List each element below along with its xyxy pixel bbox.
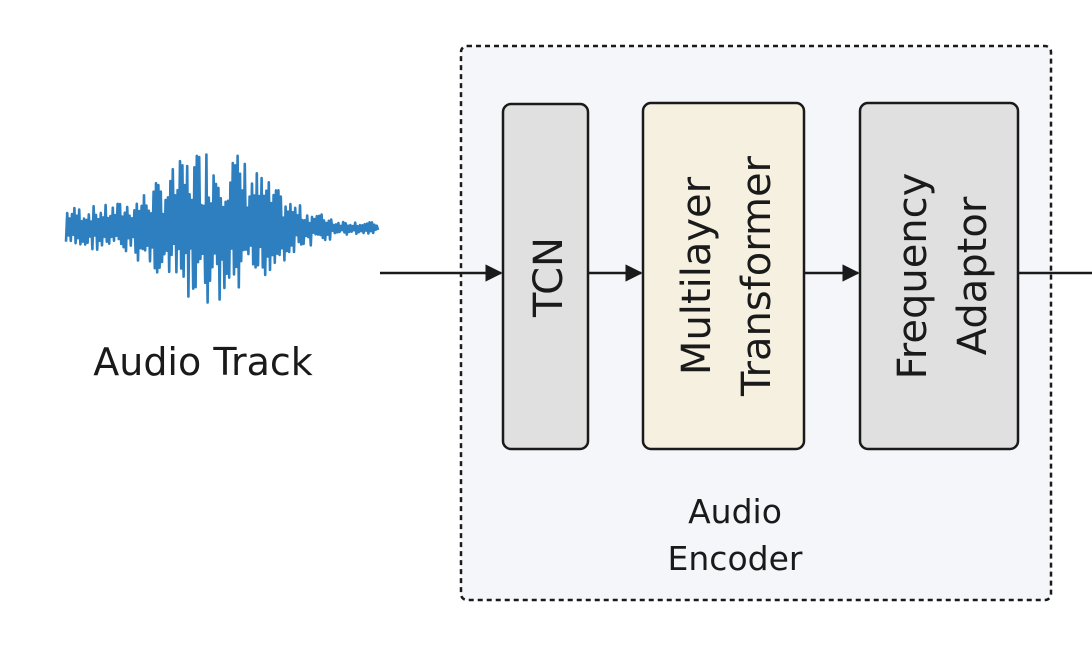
transformer-label-line1: Multilayer — [674, 176, 720, 375]
transformer-block — [641, 101, 806, 451]
adaptor-label-line1: Frequency — [890, 173, 936, 380]
transformer-label-line2: Transformer — [734, 155, 780, 397]
tcn-label: TCN — [526, 237, 572, 318]
audio-waveform-icon — [64, 153, 380, 304]
tcn-block — [501, 102, 590, 451]
encoder-label-line2: Encoder — [668, 539, 803, 578]
encoder-label-line1: Audio — [688, 492, 782, 531]
adaptor-block — [858, 101, 1020, 451]
audio-track-label: Audio Track — [93, 340, 313, 384]
adaptor-label-line2: Adaptor — [950, 196, 996, 355]
